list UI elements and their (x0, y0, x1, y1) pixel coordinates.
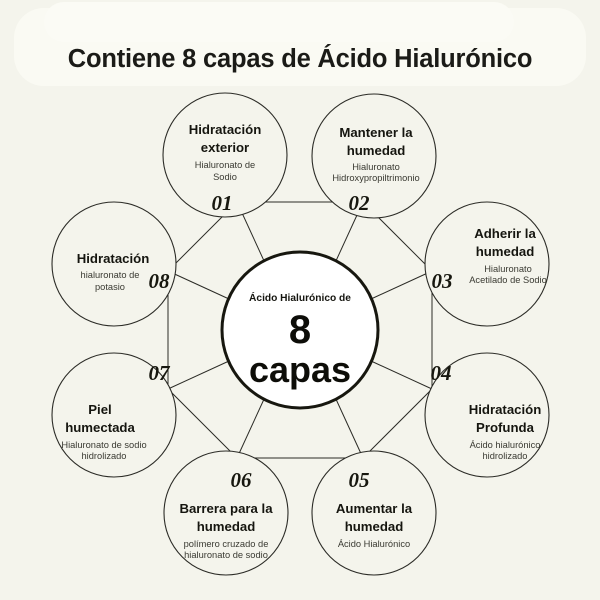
node-08-sub-line1: hialuronato de (81, 270, 140, 280)
node-04-title-line2: Profunda (476, 420, 535, 435)
spoke-03 (370, 270, 433, 300)
node-07-title-line1: Piel (88, 402, 111, 417)
node-03-title-line1: Adherir la (474, 226, 536, 241)
center-label-top: Ácido Hialurónico de (249, 291, 351, 304)
spoke-05 (334, 396, 364, 459)
node-04-sub-line1: Ácido hialurónico (470, 440, 541, 450)
center-word: capas (249, 349, 351, 390)
spoke-08 (167, 270, 230, 300)
node-06-title-line2: humedad (197, 519, 256, 534)
node-circle-01[interactable] (162, 92, 288, 218)
node-circle-07[interactable] (51, 352, 177, 478)
node-01-title-line1: Hidratación (189, 122, 262, 137)
node-circle-03[interactable] (424, 201, 550, 327)
node-06[interactable]: Barrera para la humedad polímero cruzado… (179, 468, 273, 560)
node-01-number: 01 (212, 191, 233, 215)
node-circle-02[interactable] (311, 93, 437, 219)
node-06-sub-line2: hialuronato de sodio (184, 550, 268, 560)
spoke-04 (370, 360, 433, 390)
node-04[interactable]: Hidratación Profunda Ácido hialurónico h… (431, 361, 542, 461)
node-02-sub-line1: Hialuronato (352, 162, 400, 172)
center-circle (220, 250, 380, 410)
node-05[interactable]: Aumentar la humedad Ácido Hialurónico 05 (336, 468, 413, 549)
node-03[interactable]: Adherir la humedad Hialuronato Acetilado… (432, 226, 547, 293)
node-05-title-line2: humedad (345, 519, 404, 534)
node-01-sub-line2: Sodio (213, 172, 237, 182)
center-number: 8 (289, 308, 311, 352)
node-08-sub-line2: potasio (95, 282, 125, 292)
spoke-07 (167, 360, 230, 390)
node-06-sub-line1: polímero cruzado de (184, 539, 269, 549)
center-hub: Ácido Hialurónico de 8 capas (220, 250, 380, 410)
node-05-title-line1: Aumentar la (336, 501, 413, 516)
node-02-title-line2: humedad (347, 143, 406, 158)
node-01-title-line2: exterior (201, 140, 249, 155)
node-circle-06[interactable] (163, 450, 289, 576)
node-03-number: 03 (432, 269, 453, 293)
node-08-number: 08 (149, 269, 171, 293)
node-circle-08[interactable] (51, 201, 177, 327)
spoke-06 (236, 396, 266, 459)
node-07-number: 07 (149, 361, 172, 385)
node-circles (51, 92, 550, 576)
node-03-title-line2: humedad (476, 244, 535, 259)
node-07[interactable]: Piel humectada Hialuronato de sodio hidr… (61, 361, 171, 461)
node-02-sub-line2: Hidroxypropiltrimonio (332, 173, 419, 183)
node-05-number: 05 (349, 468, 370, 492)
node-01-sub-line1: Hialuronato de (195, 160, 255, 170)
node-03-sub-line1: Hialuronato (484, 264, 532, 274)
node-circle-04[interactable] (424, 352, 550, 478)
node-05-sub-line1: Ácido Hialurónico (338, 539, 410, 549)
node-06-title-line1: Barrera para la (179, 501, 273, 516)
node-02-number: 02 (349, 191, 371, 215)
node-02[interactable]: Mantener la humedad Hialuronato Hidroxyp… (332, 125, 419, 215)
node-07-sub-line2: hidrolizado (82, 451, 127, 461)
node-01[interactable]: Hidratación exterior Hialuronato de Sodi… (189, 122, 262, 215)
node-04-sub-line2: hidrolizado (483, 451, 528, 461)
node-08[interactable]: Hidratación hialuronato de potasio 08 (77, 251, 170, 293)
title-background-band-upper (44, 2, 514, 42)
node-06-number: 06 (231, 468, 253, 492)
node-circle-05[interactable] (311, 450, 437, 576)
node-02-title-line1: Mantener la (339, 125, 413, 140)
node-08-title-line1: Hidratación (77, 251, 150, 266)
node-07-sub-line1: Hialuronato de sodio (61, 440, 146, 450)
node-07-title-line2: humectada (65, 420, 135, 435)
node-04-title-line1: Hidratación (469, 402, 542, 417)
node-03-sub-line2: Acetilado de Sodio (469, 275, 547, 285)
node-04-number: 04 (431, 361, 452, 385)
page-title: Contiene 8 capas de Ácido Hialurónico (67, 45, 533, 73)
